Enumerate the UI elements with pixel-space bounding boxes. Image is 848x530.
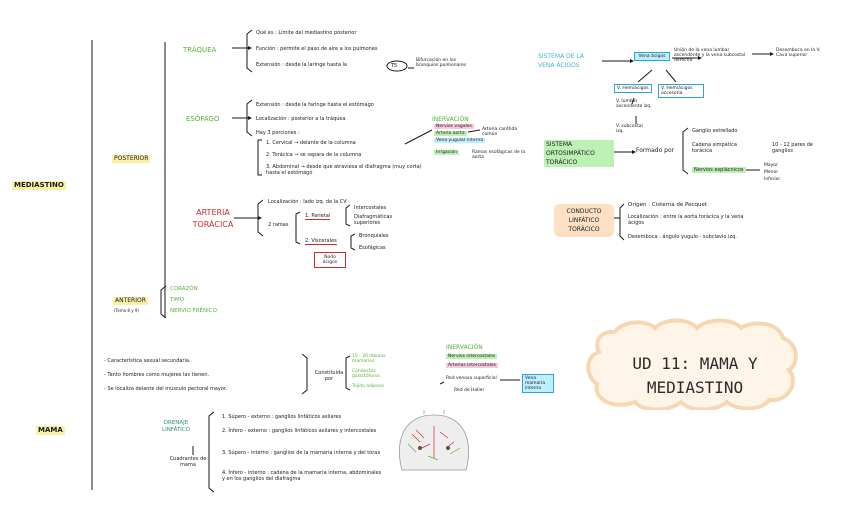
parietal-label: 1. Parietal (305, 213, 331, 220)
arteria-localizacion: Localización : lado izq. de la CV (268, 199, 347, 205)
inervacion-item: Irrigación (434, 150, 460, 155)
chest-illustration (399, 410, 469, 471)
acigos-desemboca: Desemboca en la V. Cava superior (776, 48, 821, 58)
conducto-label: CONDUCTO LINFÁTICO TORÁCICO (554, 204, 614, 237)
esofago-item: Localización : posterior a la tráquea (256, 116, 346, 122)
mama-caracteristica: - Característica sexual secundaria. (104, 358, 191, 364)
simpatico-item: Nervios esplácnicos (692, 167, 746, 173)
esofago-item: Extensión : desde la faringe hasta el es… (256, 102, 374, 108)
drenaje-label: DRENAJE LINFÁTICO (162, 420, 190, 433)
bifurcacion-note: Bifurcación en los bronquios pulmonares (416, 58, 467, 68)
arteria-ramas: 2 ramas (268, 222, 289, 228)
esofago-inervacion-title: INERVACIÓN (432, 116, 469, 123)
vena-acigos-box: Vena ácigos (634, 52, 670, 61)
nodo-box: Nodo ácigos (314, 252, 346, 268)
conducto-item: Localización : entre la aorta torácica y… (628, 214, 744, 226)
esplacnico-item: Menor (764, 170, 779, 175)
mama-caracteristica: - Tanto hombres como mujeres las tienen. (104, 372, 210, 378)
mediastino-label: MEDIASTINO (12, 181, 66, 190)
mama-inervacion-item: Arterias intercostales (446, 363, 498, 368)
arteria-label: ARTERIA TORÁCICA (192, 208, 234, 229)
acigos-label: SISTEMA DE LA VENA ÁCIGOS (538, 53, 584, 69)
traquea-item: Función : permite el paso de aire a los … (256, 46, 378, 52)
porcion-item: 2. Torácica → se separa de la columna (266, 152, 362, 158)
hemiacigos-box: V. Hemiácigos (614, 84, 652, 93)
visceral-item: Bronquiales (359, 233, 389, 239)
drenaje-item: 2. Ínfero - externo : ganglios linfático… (222, 428, 377, 434)
conducto-item: Desemboca : ángulo yugulo - subclavio iz… (628, 234, 737, 240)
drenaje-item: 1. Súpero - externo : ganglios linfático… (222, 414, 342, 420)
porcion-item: 3. Abdominal → desde que atraviesa el di… (266, 164, 422, 176)
title-cloud-shape (586, 318, 798, 410)
esofago-label: ESÓFAGO (186, 115, 220, 123)
parietal-item: Intercostales (354, 205, 387, 211)
mama-inervacion-title: INERVACIÓN (446, 344, 483, 351)
constituida-item: Tejido adiposo (352, 384, 384, 389)
visceral-label: 2. Viscerales (305, 238, 337, 245)
drenaje-item: 4. Ínfero - interno : cadena de la mamar… (222, 470, 382, 482)
anterior-sub: (Tema 8 y 9) (114, 308, 139, 313)
inervacion-side: Arteria carótida común (482, 127, 518, 137)
mama-inervacion-item: Red venosa superficial (446, 376, 497, 381)
anterior-label: ANTERIOR (113, 297, 148, 305)
anterior-item: CORAZÓN (170, 286, 198, 292)
hemiacigos-acc-box: V. Hemiácigos accesoria (658, 84, 704, 98)
anterior-item: TIMO (170, 297, 185, 303)
simpatico-ganglios: 10 - 12 pares de ganglios (772, 142, 814, 154)
acigos-desc: Unión de la vena lumbar ascendente y la … (674, 48, 746, 63)
parietal-item: Diafragmáticas superiores (354, 214, 393, 226)
t5-circle: T5 (391, 63, 398, 69)
acigos-sub: V. lumbar ascendente izq. (616, 99, 652, 109)
page-title: UD 11: MAMA Y MEDIASTINO (632, 354, 758, 397)
esplacnico-item: Mayor (764, 163, 778, 168)
simpatico-item: Cadena simpática torácica (692, 142, 737, 154)
drenaje-item: 3. Súpero - interno : ganglios de la mam… (222, 450, 381, 456)
inervacion-item: Arteria aorta (434, 131, 467, 136)
visceral-item: Esofágicas (359, 245, 386, 251)
traquea-item: Extensión : desde la laringe hasta la (256, 62, 347, 68)
constituida-item: Conductos galactóforos (352, 369, 380, 379)
porcion-item: 1. Cervical → delante de la columna (266, 140, 356, 146)
constituida-label: Constituida por (314, 370, 344, 382)
acigos-sub: V. subcostal izq. (616, 124, 643, 134)
constituida-item: 15 - 20 lóbulos mamarios (352, 354, 386, 364)
inervacion-side: Ramas esofágicas de la aorta (472, 150, 526, 160)
traquea-item: Qué es : Límite del mediastino posterior (256, 30, 357, 36)
traquea-label: TRÁQUEA (183, 46, 217, 54)
anterior-item: NERVIO FRÉNICO (170, 308, 217, 314)
mama-caracteristica: - Se localiza delante del músculo pector… (104, 386, 228, 392)
esplacnico-item: Inferior (764, 177, 781, 182)
conducto-item: Origen : Cisterna de Pecquet (628, 202, 708, 208)
esofago-item: Hay 3 porciones : (256, 130, 300, 136)
inervacion-item: Nervios vagales (434, 124, 474, 129)
posterior-label: POSTERIOR (112, 155, 151, 163)
mama-inervacion-item: Nervios intercostales (446, 354, 498, 359)
mama-label: MAMA (36, 426, 65, 435)
simpatico-item: Ganglio estrellado (692, 128, 738, 134)
simpatico-formado: Formado por (636, 147, 675, 154)
mama-inervacion-item: Red de Haller (454, 388, 485, 393)
inervacion-item: Vena yugular interna (434, 138, 486, 143)
simpatico-label: SISTEMA ORTOSIMPÁTICO TORÁCICO (544, 140, 614, 167)
drenaje-to: Cuadrantes de mama (169, 456, 207, 468)
vena-mamaria-box: Vena mamaria interna (522, 374, 554, 393)
